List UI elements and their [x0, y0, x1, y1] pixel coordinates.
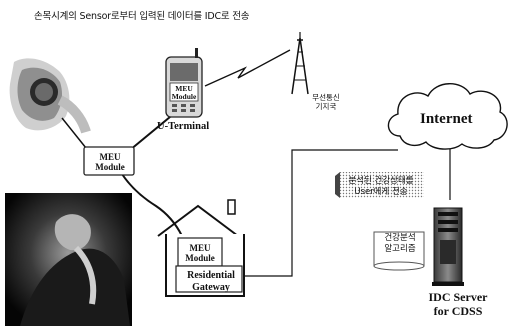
u-terminal-label: U-Terminal [157, 121, 209, 132]
u-terminal-phone [166, 48, 202, 117]
terminal-to-tower-lightning [205, 50, 290, 86]
idc-server-label: IDC Server for CDSS [418, 290, 498, 318]
base-station-label: 무선통신 기지국 [311, 93, 341, 111]
health-algorithm-label: 건강분석 알고리즘 [376, 233, 424, 255]
meu-module-label-phone: MEU Module [171, 85, 197, 101]
internet-label: Internet [420, 111, 473, 128]
idc-server-icon [432, 208, 464, 286]
meu-module-label-wrist: MEU Module [90, 152, 130, 172]
base-station-tower-icon [292, 32, 308, 94]
send-to-user-label: 분석된 건강상태를 User에게 전송 [340, 176, 422, 198]
wrist-watch-photo [10, 58, 86, 132]
diagram-title: 손목시계의 Sensor로부터 입력된 데이터를 IDC로 전송 [34, 8, 249, 22]
meu-module-label-house: MEU Module [182, 243, 218, 263]
residential-gateway-label: Residential Gateway [181, 270, 241, 294]
user-photo [5, 193, 132, 326]
